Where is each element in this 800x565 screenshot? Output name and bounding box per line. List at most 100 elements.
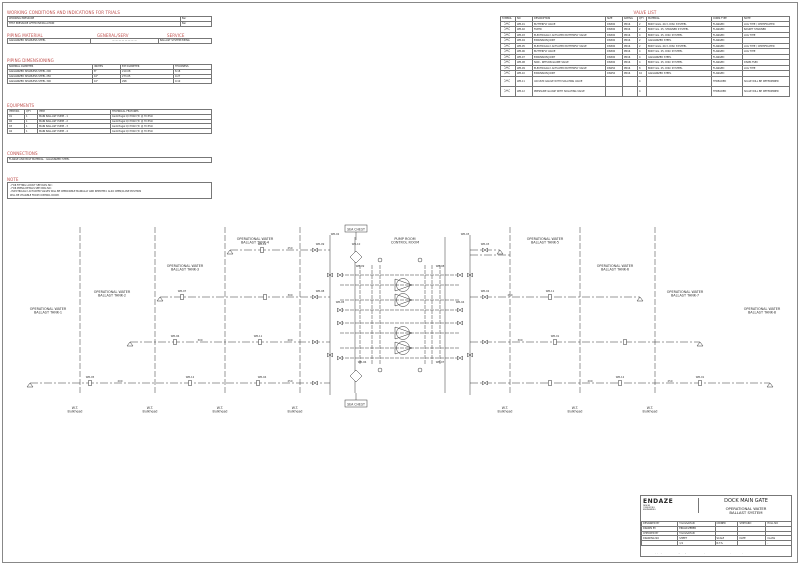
cell: TEST PRESSURE AFTER INSTALLATION [7,20,181,27]
cell: 4 [637,85,647,97]
diagram-label: WB-10 [352,242,361,246]
note: NOTE - FOR FITTING LAYOUT SEE DWG NO : -… [7,177,212,199]
expansion-joint-icon [180,294,184,300]
cell: BASKET STRAINER [742,26,790,33]
diagram-label: OPERATIONAL WATER [597,264,634,268]
cell: LUG TYPE / CERTIFICATED [742,20,790,28]
cell: WB-12 [515,85,533,97]
cell: LUG TYPE [742,64,790,72]
cell [737,540,767,546]
valve-icon [457,355,463,361]
diagram-label: BALLAST TANK-8 [748,311,776,315]
note-line: - ELECTRICALLY ACTUATED VALVES WILL BE O… [10,190,142,194]
diagram-label: BALLAST TANK-1 [34,311,62,315]
diagram-label: BALLAST TANK-2 [98,294,126,298]
cell: — — — — — — — — [90,38,159,44]
cell [646,75,712,87]
diagram-label: 250 [288,246,293,250]
valve-icon [457,320,463,326]
diagram-label: BALLAST TANK-3 [171,268,199,272]
diagram-label: WB-08 [316,289,325,293]
cell [605,85,623,97]
expansion-joint-icon [548,380,552,386]
cell: N.T.S. [714,540,739,546]
cell: THREADED [711,75,743,87]
valve-icon [503,71,511,75]
cell: - [765,540,792,546]
cell: 9.10 [173,78,212,85]
piping-material-col2: GENERAL/SERV [97,33,129,38]
cell [640,540,679,546]
company-name: ENDAZE [643,498,674,505]
diagram-label: OPERATIONAL WATER [237,237,274,241]
diagram-label: BALLAST TANK-7 [671,294,699,298]
valve-icon [503,38,511,42]
valve-symbol [500,85,516,97]
diagram-label: W.T. [572,406,578,410]
working-conditions: WORKING CONDITIONS AND INDICATIONS FOR T… [7,10,212,27]
valve-icon [337,355,343,361]
cell: 04 [7,128,25,134]
gauge-icon [377,367,383,373]
valve-icon [337,320,343,326]
valve-icon [337,307,343,313]
working-title: WORKING CONDITIONS AND INDICATIONS FOR T… [7,10,121,15]
gauge-icon [417,367,423,373]
cell: THREADED [711,85,743,97]
diagram-label: 250 [668,379,673,383]
diagram-label: WB-05 [336,300,345,304]
vent-icon [156,296,164,302]
cell: Bar [180,20,212,27]
company-block: ENDAZE DESIGN CONSULTING ENGINEERING [643,498,699,513]
diagram-label: 300 [288,293,293,297]
diagram-label: 200 [118,379,123,383]
diagram-label: WB-11 [546,289,555,293]
diagram-label: BALLAST TANK-6 [601,268,629,272]
diagram-label: SEA CHEST [347,228,365,232]
diagram-label: 200 [288,338,293,342]
diagram-label: OPERATIONAL WATER [30,307,67,311]
valve-icon [482,247,488,253]
diagram-label: 200 [588,379,593,383]
drawing-title: OPERATIONAL WATER BALLAST SYSTEM [725,506,767,515]
diagram-label: WB-03 [481,242,490,246]
valve-icon [503,33,511,36]
cell [622,75,638,87]
valve-icon [503,60,511,64]
diagram-label: W.T. [502,406,508,410]
cell: WB-11 [515,75,533,87]
valve-symbol [500,75,516,87]
piping-material-title: PIPING MATERIAL [7,33,43,38]
diagram-label: WB-04 [456,300,465,304]
valve-icon [482,294,488,300]
diagram-label: WB-02 [481,289,490,293]
diagram-label: WB-06 [171,334,180,338]
valve-icon [503,44,511,47]
cell [646,85,712,97]
diagram-label: Bulkhead [288,410,303,414]
valve-icon [457,272,463,278]
valve-icon [327,352,333,358]
diagram-label: WB-10 [258,242,267,246]
diagram-label: Bulkhead [568,410,583,414]
diagram-label: OPERATIONAL WATER [744,307,781,311]
diagram-label: WB-09 [316,242,325,246]
diagram-label: OPERATIONAL WATER [527,237,564,241]
cell: VACUUM GAUGE WITH ISOLATING VALVE [532,75,606,87]
expansion-joint-icon [263,294,267,300]
diagram-label: 300 [518,338,523,342]
